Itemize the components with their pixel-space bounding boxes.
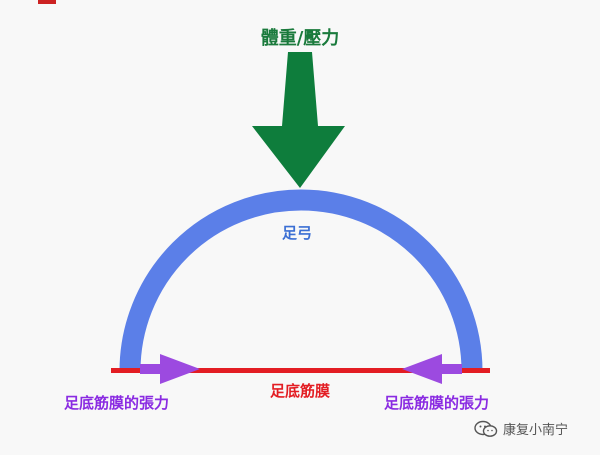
arch-label: 足弓 [281,224,313,242]
watermark-text: 康复小南宁 [503,423,569,438]
wechat-icon [474,420,498,437]
plantar-fascia-label: 足底筋膜 [269,382,331,400]
left-tension-label: 足底筋膜的張力 [64,394,170,412]
right-tension-label: 足底筋膜的張力 [384,394,490,412]
watermark: 康复小南宁 [474,419,568,438]
plantar-fascia-line [111,368,490,373]
body-weight-arrow [252,52,345,188]
body-weight-label: 體重/壓力 [260,28,340,49]
red-corner-mark [38,0,56,4]
foot-arch [119,189,483,372]
right-tension-arrow [402,354,462,384]
left-tension-arrow [140,354,200,384]
